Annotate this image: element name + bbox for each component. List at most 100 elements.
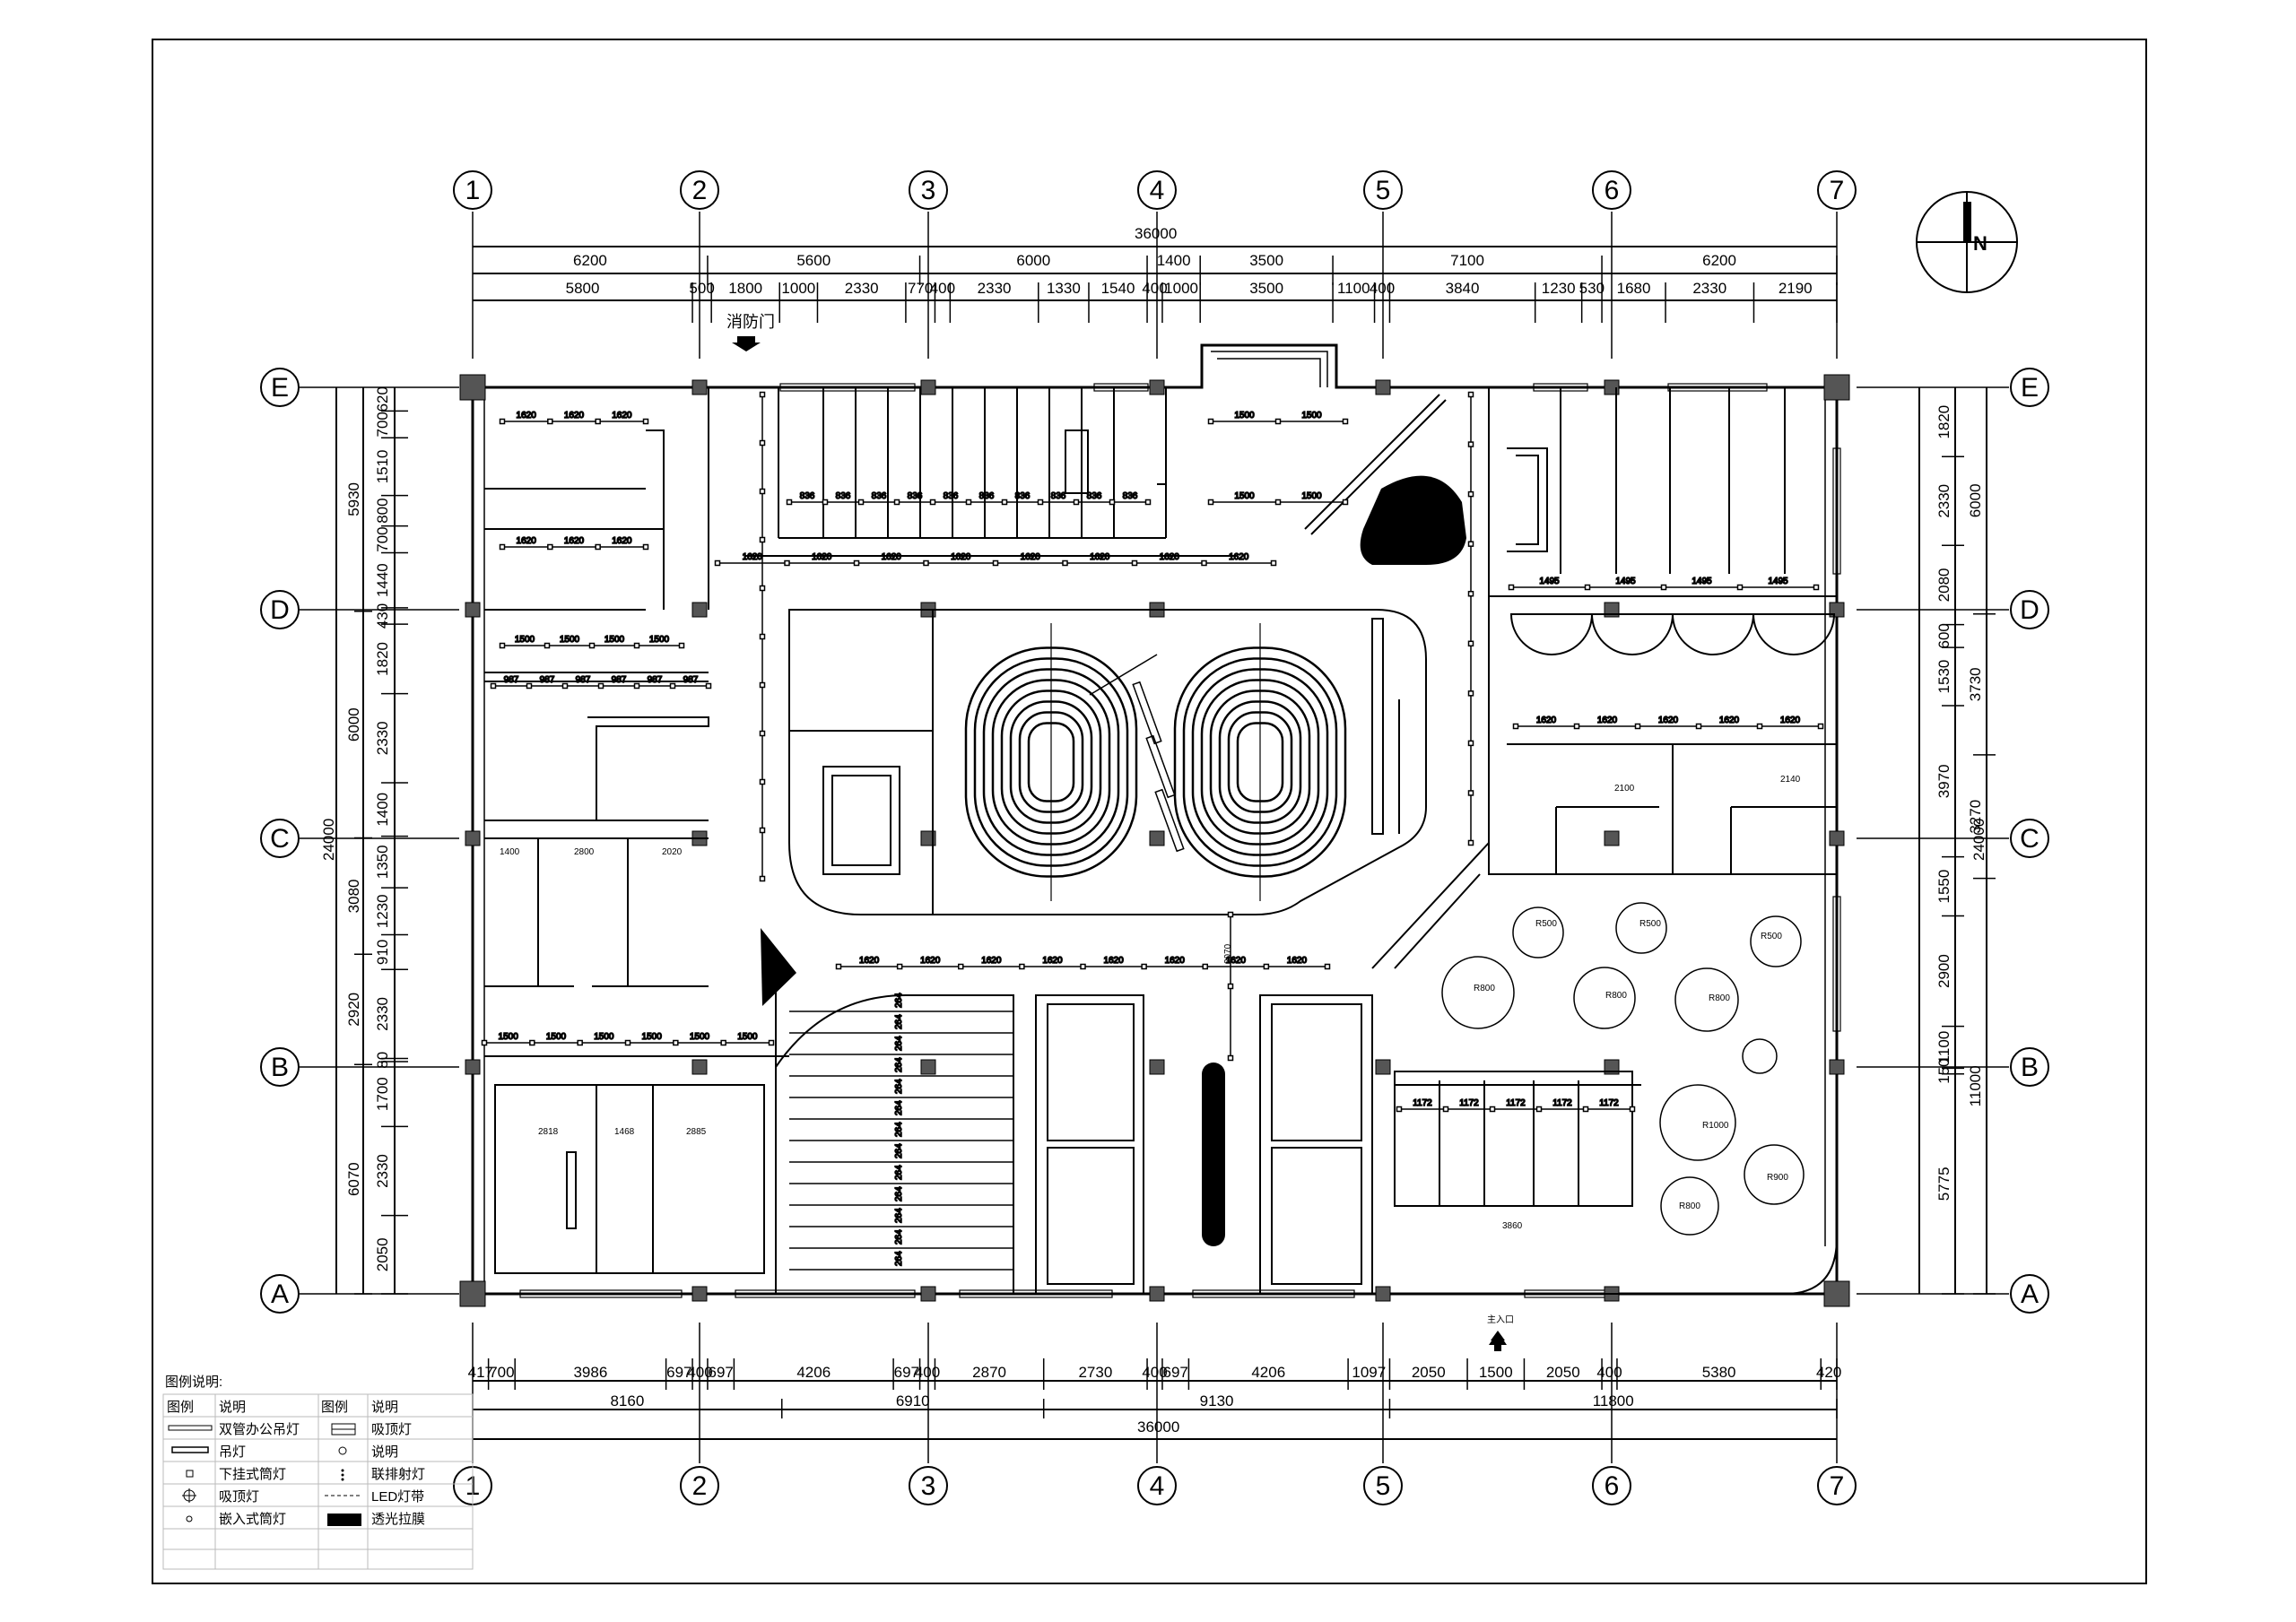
downlight-spacing: 1620 bbox=[1229, 552, 1249, 562]
dimension-text: 500 bbox=[689, 280, 714, 297]
radius-label: R500 bbox=[1535, 919, 1557, 929]
downlight-spacing: 836 bbox=[979, 491, 995, 501]
downlight bbox=[499, 543, 506, 551]
dimension-text: 3500 bbox=[1249, 252, 1283, 269]
axis-label: 3 bbox=[921, 1471, 936, 1501]
interior-partitions bbox=[484, 387, 1838, 1295]
axis-bubble bbox=[680, 1466, 719, 1505]
dimension-text: 11800 bbox=[1593, 1392, 1634, 1409]
axis-bubble bbox=[1137, 1466, 1177, 1505]
dimension-text: 417 bbox=[468, 1364, 493, 1381]
axis-label: C bbox=[2020, 824, 2039, 854]
tread-label: 264 bbox=[894, 1229, 904, 1245]
dimension-text: 697 bbox=[894, 1364, 919, 1381]
downlight bbox=[1467, 590, 1474, 597]
interior-dimension-labels: 1400 2800 2020 2818 1468 2885 3860 2100 … bbox=[500, 775, 1801, 1231]
dimension-text: 2330 bbox=[374, 721, 391, 755]
dimension-text: 400 bbox=[1370, 280, 1395, 297]
axis-bubble bbox=[260, 1274, 300, 1314]
structural-columns bbox=[459, 374, 1850, 1307]
tread-label: 264 bbox=[894, 1122, 904, 1137]
dimension-text: 1000 bbox=[781, 280, 815, 297]
north-arrow: N bbox=[1916, 191, 2018, 293]
left-dim-detail: 6207001510800700144043018202330140013501… bbox=[374, 386, 408, 1295]
dimension-text: 1700 bbox=[374, 1077, 391, 1111]
radius-label: R800 bbox=[1679, 1201, 1700, 1211]
column bbox=[1604, 830, 1620, 846]
downlight bbox=[1324, 963, 1331, 970]
downlight bbox=[624, 1039, 631, 1046]
downlight bbox=[1467, 740, 1474, 747]
downlight-columns bbox=[759, 391, 1474, 1062]
downlight-spacing: 1500 bbox=[546, 1032, 567, 1042]
dim-bottom-total: 36000 bbox=[1137, 1418, 1179, 1436]
dimension-text: 2330 bbox=[374, 997, 391, 1031]
dimension-text: 1100 bbox=[1935, 1031, 1952, 1064]
axis-label: A bbox=[271, 1279, 289, 1309]
downlight bbox=[1201, 559, 1207, 567]
downlight bbox=[1467, 640, 1474, 647]
column bbox=[1375, 1286, 1391, 1302]
dimension-text: 2330 bbox=[845, 280, 879, 297]
legend-item: 下挂式筒灯 bbox=[219, 1467, 286, 1482]
downlight bbox=[490, 682, 497, 690]
downlight bbox=[929, 499, 936, 506]
column bbox=[1375, 1059, 1391, 1075]
downlight bbox=[669, 682, 676, 690]
downlight bbox=[1512, 723, 1519, 730]
downlight-spacing: 1620 bbox=[812, 552, 832, 562]
dimension-text: 697 bbox=[708, 1364, 733, 1381]
column bbox=[1149, 1059, 1165, 1075]
downlight bbox=[499, 642, 506, 649]
legend-item: 吸顶灯 bbox=[371, 1422, 412, 1437]
dim-2100: 2100 bbox=[1614, 784, 1635, 794]
downlight bbox=[561, 682, 569, 690]
column bbox=[465, 830, 481, 846]
downlight-spacing: 836 bbox=[908, 491, 923, 501]
downlight bbox=[1817, 723, 1824, 730]
dim-left-total: 24000 bbox=[320, 819, 337, 861]
dimension-text: 800 bbox=[374, 498, 391, 523]
downlight bbox=[1535, 1106, 1543, 1113]
dimension-text: 6000 bbox=[1016, 252, 1050, 269]
downlight-spacing: 1620 bbox=[517, 536, 537, 546]
downlight bbox=[705, 682, 712, 690]
dimension-text: 1230 bbox=[374, 894, 391, 928]
dimension-text: 5775 bbox=[1935, 1167, 1952, 1201]
tread-label: 264 bbox=[894, 1208, 904, 1223]
column bbox=[920, 1059, 936, 1075]
recessed-downlight-symbol bbox=[186, 1515, 193, 1522]
axis-bubble bbox=[260, 819, 300, 858]
dimension-text: 1530 bbox=[1935, 660, 1952, 694]
fire-door-label: 消防门 bbox=[726, 313, 775, 331]
downlight bbox=[1019, 963, 1025, 970]
tread-label: 264 bbox=[894, 993, 904, 1008]
downlight bbox=[923, 559, 929, 567]
dimension-text: 5380 bbox=[1702, 1364, 1736, 1381]
downlight-spacing: 1620 bbox=[1658, 716, 1679, 725]
downlight bbox=[1467, 690, 1474, 697]
dim-2800: 2800 bbox=[574, 847, 595, 857]
axis-bubble bbox=[260, 1047, 300, 1087]
radius-label: R900 bbox=[1767, 1173, 1788, 1183]
ceiling-lamp-symbol bbox=[182, 1488, 196, 1503]
axis-label: C bbox=[270, 824, 290, 854]
downlight bbox=[1131, 559, 1138, 567]
downlight-spacing: 1620 bbox=[920, 956, 941, 966]
column bbox=[691, 602, 708, 618]
downlight bbox=[1270, 559, 1277, 567]
radius-label: R800 bbox=[1709, 993, 1730, 1003]
drawing-frame bbox=[152, 39, 2147, 1584]
downlight bbox=[1629, 1106, 1636, 1113]
axis-label: 6 bbox=[1605, 1471, 1620, 1501]
dimension-text: 3730 bbox=[1967, 667, 1984, 701]
axis-label: 7 bbox=[1830, 1471, 1845, 1501]
dimension-text: 1820 bbox=[374, 642, 391, 676]
downlight bbox=[1227, 911, 1234, 918]
downlight-spacing: 1500 bbox=[1234, 491, 1255, 501]
dimension-text: 2050 bbox=[1546, 1364, 1580, 1381]
axis-bubble bbox=[260, 368, 300, 407]
dimension-text: 430 bbox=[374, 603, 391, 629]
downlight bbox=[1274, 418, 1282, 425]
